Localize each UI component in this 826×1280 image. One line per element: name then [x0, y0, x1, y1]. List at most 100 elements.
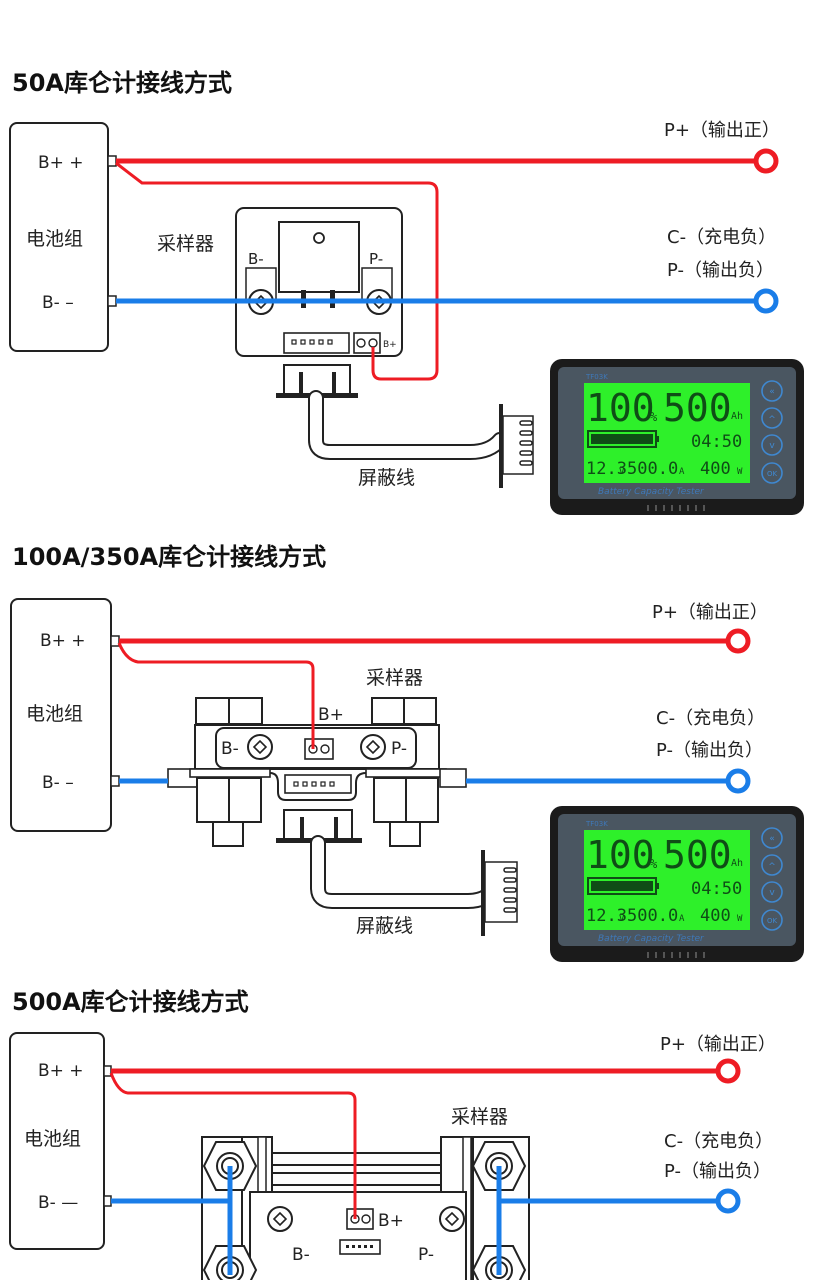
display-current-unit: A	[679, 914, 685, 924]
p-plus-terminal	[725, 628, 751, 654]
display-current: 500.0	[627, 459, 678, 479]
battery-neg-label: B- —	[38, 1193, 78, 1213]
cable-label: 屏蔽线	[356, 915, 413, 937]
sampler-p-minus: P-	[418, 1245, 434, 1265]
battery-label: 电池组	[26, 228, 83, 250]
back-button[interactable]	[761, 380, 783, 402]
sampler-b-plus: B+	[318, 705, 344, 725]
display-time: 04:50	[691, 432, 742, 452]
sampler-100a: 采样器 B- P- B+	[167, 667, 467, 847]
output-p-minus-label: P-（输出负）	[664, 1161, 771, 1182]
battery-level-fill	[591, 434, 653, 444]
display-capacity: 500	[663, 833, 732, 877]
positive-sense-wire	[117, 642, 315, 749]
pos-terminal	[107, 155, 117, 167]
battery-level-fill	[591, 881, 653, 891]
battery-neg-label: B- –	[42, 293, 74, 313]
display-current: 500.0	[627, 906, 678, 926]
output-p-plus-label: P+（输出正）	[664, 120, 780, 141]
battery-label: 电池组	[26, 703, 83, 725]
display-footer: Battery Capacity Tester	[598, 487, 705, 497]
battery-meter-display: TF03K 100 % 500 Ah 04:50 12.3 V 500.0 A …	[550, 806, 804, 962]
output-c-minus-label: C-（充电负）	[664, 1131, 773, 1152]
section-title-50a: 50A库仑计接线方式	[12, 69, 232, 97]
down-button[interactable]	[761, 434, 783, 456]
display-current-unit: A	[679, 467, 685, 477]
battery-pos-label: B+ +	[38, 153, 84, 173]
p-minus-terminal	[753, 288, 779, 314]
display-percent: 100	[586, 386, 655, 430]
output-c-minus-label: C-（充电负）	[667, 227, 776, 248]
up-icon: ^	[768, 415, 776, 425]
sampler-p-minus: P-	[369, 250, 383, 268]
display-power-unit: W	[737, 467, 743, 477]
neg-terminal	[107, 295, 117, 307]
ok-icon: OK	[767, 917, 778, 925]
output-c-minus-label: C-（充电负）	[656, 708, 765, 729]
battery-pack	[9, 1032, 105, 1250]
positive-sense-wire	[109, 1072, 357, 1219]
up-icon: ^	[768, 862, 776, 872]
display-footer: Battery Capacity Tester	[598, 934, 705, 944]
down-icon: v	[769, 888, 775, 898]
sampler-b-minus: B-	[221, 739, 239, 759]
display-percent-unit: %	[650, 410, 658, 424]
cable-label: 屏蔽线	[358, 467, 415, 489]
diagram-100a-350a: B+ + 电池组 B- – 采样器 B- P- B+	[10, 598, 768, 937]
battery-neg-label: B- –	[42, 773, 74, 793]
sampler-50a: 采样器 B- P- B+	[157, 207, 403, 398]
lcd-screen	[584, 830, 750, 930]
battery-pack	[9, 122, 109, 352]
output-p-minus-label: P-（输出负）	[667, 260, 774, 281]
output-p-minus-label: P-（输出负）	[656, 740, 763, 761]
up-button[interactable]	[761, 854, 783, 876]
sampler-b-minus: B-	[292, 1245, 310, 1265]
sampler-b-minus: B-	[248, 250, 264, 268]
section-title-100a-350a: 100A/350A库仑计接线方式	[12, 543, 327, 571]
battery-pack	[10, 598, 112, 832]
display-voltage: 12.3	[586, 459, 627, 479]
diagram-50a: B+ + 电池组 B- – 采样器 B- P- B+	[9, 120, 780, 489]
display-brand: TF03K	[585, 373, 608, 381]
battery-pos-label: B+ +	[40, 631, 86, 651]
display-voltage-unit: V	[619, 467, 625, 477]
display-power: 400	[700, 459, 731, 479]
section-title-500a: 500A库仑计接线方式	[12, 988, 249, 1016]
display-percent: 100	[586, 833, 655, 877]
battery-meter-display: TF03K 100 % 500 Ah 04:50 12.3 V 500.0 A …	[550, 359, 804, 515]
display-power: 400	[700, 906, 731, 926]
diagram-500a: B+ + 电池组 B- — 采样器 B+ B-	[9, 1032, 776, 1280]
display-capacity: 500	[663, 386, 732, 430]
ok-icon: OK	[767, 470, 778, 478]
sampler-500a: 采样器 B+ B- P-	[201, 1106, 530, 1280]
p-plus-terminal	[715, 1058, 741, 1084]
down-button[interactable]	[761, 881, 783, 903]
p-plus-terminal	[753, 148, 779, 174]
p-minus-terminal	[715, 1188, 741, 1214]
output-p-plus-label: P+（输出正）	[652, 602, 768, 623]
p-minus-terminal	[725, 768, 751, 794]
sampler-p-minus: P-	[391, 739, 407, 759]
back-button[interactable]	[761, 827, 783, 849]
display-voltage: 12.3	[586, 906, 627, 926]
battery-pos-label: B+ +	[38, 1061, 84, 1081]
down-icon: v	[769, 441, 775, 451]
ok-button[interactable]	[761, 909, 783, 931]
sampler-label: 采样器	[157, 233, 214, 255]
sampler-label: 采样器	[451, 1106, 508, 1128]
display-voltage-unit: V	[619, 914, 625, 924]
display-brand: TF03K	[585, 820, 608, 828]
back-icon: «	[769, 387, 775, 397]
positive-sense-wire	[115, 161, 439, 381]
back-icon: «	[769, 834, 775, 844]
display-time: 04:50	[691, 879, 742, 899]
up-button[interactable]	[761, 407, 783, 429]
display-percent-unit: %	[650, 857, 658, 871]
sampler-label: 采样器	[366, 667, 423, 689]
output-p-plus-label: P+（输出正）	[660, 1034, 776, 1055]
ok-button[interactable]	[761, 462, 783, 484]
sampler-b-plus: B+	[383, 340, 397, 350]
sampler-b-plus: B+	[378, 1211, 404, 1231]
display-capacity-unit: Ah	[731, 411, 743, 422]
